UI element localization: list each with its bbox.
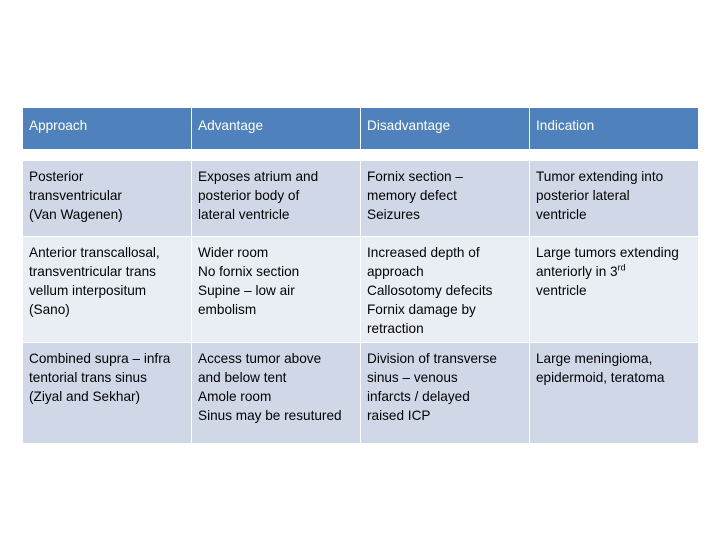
cell-advantage: Exposes atrium and posterior body of lat… <box>191 160 361 237</box>
cell-line: ventricle <box>536 207 587 222</box>
cell-line: Fornix section – <box>367 169 463 184</box>
cell-line: Posterior <box>29 169 84 184</box>
cell-line: embolism <box>198 302 257 317</box>
cell-line: Fornix damage by <box>367 302 476 317</box>
cell-line: Wider room <box>198 245 269 260</box>
cell-line: Callosotomy defecits <box>367 283 493 298</box>
cell-line: (Sano) <box>29 302 70 317</box>
cell-line: Division of transverse <box>367 351 497 366</box>
table-row: Anterior transcallosal, transventricular… <box>22 236 699 343</box>
cell-line: ventricle <box>536 283 587 298</box>
cell-indication: Large meningioma, epidermoid, teratoma <box>529 342 699 444</box>
approaches-table: Approach Advantage Disadvantage Indicati… <box>22 107 699 444</box>
cell-line: infarcts / delayed <box>367 389 470 404</box>
cell-line: Seizures <box>367 207 420 222</box>
ordinal-superscript: rd <box>617 262 626 273</box>
cell-line: No fornix section <box>198 264 300 279</box>
cell-line: epidermoid, teratoma <box>536 370 665 385</box>
cell-indication: Tumor extending into posterior lateral v… <box>529 160 699 237</box>
cell-line: anteriorly in 3rd <box>536 262 692 281</box>
table-row: Combined supra – infra tentorial trans s… <box>22 342 699 444</box>
cell-line: Exposes atrium and <box>198 169 319 184</box>
cell-line: Combined supra – infra <box>29 351 171 366</box>
cell-line: Access tumor above <box>198 351 322 366</box>
cell-line: Large tumors extending <box>536 245 679 260</box>
cell-line: Large meningioma, <box>536 351 653 366</box>
cell-indication: Large tumors extending anteriorly in 3rd… <box>529 236 699 343</box>
table-row: Posterior transventricular (Van Wagenen)… <box>22 160 699 237</box>
cell-line: lateral ventricle <box>198 207 290 222</box>
header-disadvantage: Disadvantage <box>360 107 530 150</box>
table-header-row: Approach Advantage Disadvantage Indicati… <box>22 107 699 150</box>
cell-advantage: Wider room No fornix section Supine – lo… <box>191 236 361 343</box>
cell-line: tentorial trans sinus <box>29 370 147 385</box>
cell-line: retraction <box>367 321 424 336</box>
cell-line: vellum interpositum <box>29 283 147 298</box>
cell-line: Amole room <box>198 389 272 404</box>
cell-line: sinus – venous <box>367 370 458 385</box>
header-advantage: Advantage <box>191 107 361 150</box>
header-approach: Approach <box>22 107 192 150</box>
cell-line: Increased depth of <box>367 245 480 260</box>
cell-line: transventricular trans <box>29 264 156 279</box>
cell-line: Sinus may be resutured <box>198 408 342 423</box>
cell-disadvantage: Increased depth of approach Callosotomy … <box>360 236 530 343</box>
cell-line: and below tent <box>198 370 287 385</box>
cell-line: posterior body of <box>198 188 300 203</box>
cell-disadvantage: Fornix section – memory defect Seizures <box>360 160 530 237</box>
cell-line: Supine – low air <box>198 283 295 298</box>
cell-line: Anterior transcallosal, <box>29 245 160 260</box>
cell-line: Tumor extending into <box>536 169 664 184</box>
cell-line: transventricular <box>29 188 122 203</box>
cell-line: memory defect <box>367 188 457 203</box>
cell-line: approach <box>367 264 424 279</box>
header-separator <box>22 149 699 161</box>
cell-approach: Posterior transventricular (Van Wagenen) <box>22 160 192 237</box>
cell-disadvantage: Division of transverse sinus – venous in… <box>360 342 530 444</box>
cell-line: raised ICP <box>367 408 431 423</box>
cell-line: (Ziyal and Sekhar) <box>29 389 141 404</box>
cell-text: anteriorly in 3 <box>536 264 618 279</box>
cell-approach: Combined supra – infra tentorial trans s… <box>22 342 192 444</box>
cell-line: (Van Wagenen) <box>29 207 123 222</box>
header-indication: Indication <box>529 107 699 150</box>
cell-approach: Anterior transcallosal, transventricular… <box>22 236 192 343</box>
cell-line: posterior lateral <box>536 188 630 203</box>
cell-advantage: Access tumor above and below tent Amole … <box>191 342 361 444</box>
